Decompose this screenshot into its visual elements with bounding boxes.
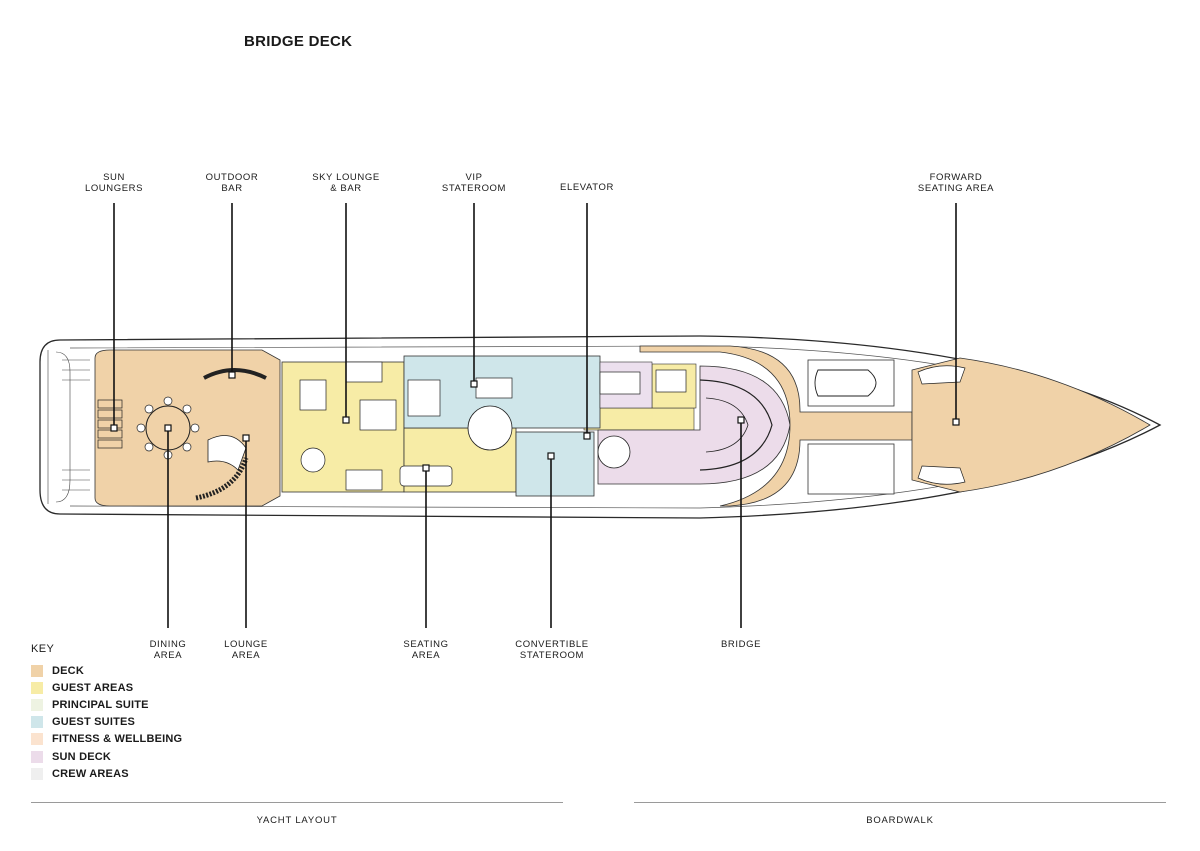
label-elevator: ELEVATOR — [560, 182, 614, 193]
sun-lounger-pads — [97, 399, 123, 449]
leader-lines — [113, 203, 957, 628]
label-forward-seating: FORWARD SEATING AREA — [917, 172, 995, 194]
page-title: BRIDGE DECK — [244, 33, 353, 50]
footer-tab-boardwalk[interactable]: BOARDWALK — [866, 815, 934, 826]
zone-bridge-deck-ring — [639, 345, 913, 507]
footer-rule-right — [634, 802, 1166, 803]
spiral-stair — [467, 405, 513, 451]
legend-item-guest-areas: GUEST AREAS — [31, 679, 182, 696]
label-dining-area: DINING AREA — [149, 639, 187, 661]
legend-label: DECK — [52, 664, 84, 677]
bridge-console-inner — [705, 397, 749, 453]
legend-item-deck: DECK — [31, 662, 182, 679]
legend-swatch — [31, 750, 43, 763]
label-outdoor-bar: OUTDOOR BAR — [205, 172, 259, 194]
legend-label: GUEST SUITES — [52, 716, 136, 729]
zone-forward-deck — [911, 357, 1151, 493]
legend-swatch — [31, 716, 43, 729]
legend-label: GUEST AREAS — [52, 681, 134, 694]
footer-tab-yacht-layout[interactable]: YACHT LAYOUT — [256, 815, 338, 826]
legend-item-guest-suites: GUEST SUITES — [31, 714, 182, 731]
label-sky-lounge: SKY LOUNGE & BAR — [312, 172, 380, 194]
legend-item-crew-areas: CREW AREAS — [31, 765, 182, 782]
tender-boat — [814, 369, 877, 397]
label-convertible-stateroom: CONVERTIBLE STATEROOM — [515, 639, 589, 661]
legend-title: KEY — [31, 643, 55, 655]
legend-label: PRINCIPAL SUITE — [52, 698, 149, 711]
tender-bay-lower — [807, 443, 895, 495]
stern-details — [47, 350, 90, 504]
legend-item-fitness: FITNESS & WELLBEING — [31, 731, 182, 748]
legend-swatch — [31, 767, 43, 780]
bridge-console — [699, 379, 773, 471]
legend-label: SUN DECK — [52, 750, 112, 763]
label-bridge: BRIDGE — [720, 639, 762, 650]
legend-label: CREW AREAS — [52, 767, 129, 780]
legend-item-principal-suite: PRINCIPAL SUITE — [31, 696, 182, 713]
aft-stairs — [195, 457, 249, 501]
leader-markers — [110, 371, 960, 472]
zone-corridor — [583, 407, 695, 431]
legend-item-sun-deck: SUN DECK — [31, 748, 182, 765]
legend-swatch — [31, 681, 43, 694]
label-sun-loungers: SUN LOUNGERS — [84, 172, 144, 194]
legend-swatch — [31, 733, 43, 746]
footer-rule-left — [31, 802, 563, 803]
legend: KEY DECK GUEST AREAS PRINCIPAL SUITE GUE… — [31, 643, 182, 782]
forward-seats — [917, 365, 966, 485]
legend-swatch — [31, 664, 43, 677]
outdoor-bar-counter — [203, 368, 267, 380]
legend-swatch — [31, 698, 43, 711]
label-seating-area: SEATING AREA — [403, 639, 449, 661]
label-lounge-area: LOUNGE AREA — [224, 639, 268, 661]
spiral-stair-inner — [597, 435, 631, 469]
legend-label: FITNESS & WELLBEING — [52, 733, 183, 746]
zone-convertible-stateroom — [515, 431, 595, 497]
vip-furniture — [407, 369, 687, 417]
label-vip-stateroom: VIP STATEROOM — [441, 172, 507, 194]
